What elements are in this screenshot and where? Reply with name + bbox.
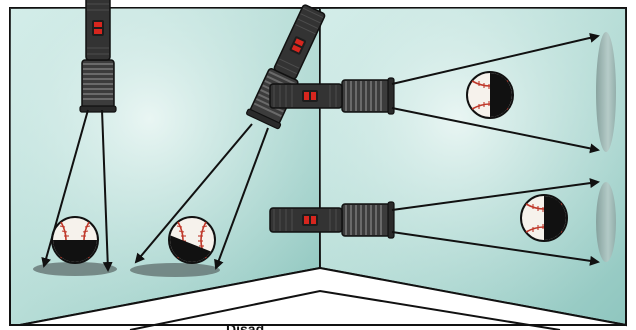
shadow-ellipse bbox=[130, 263, 220, 277]
baseball-icon bbox=[520, 194, 568, 242]
baseball-icon bbox=[466, 71, 514, 119]
arrow-icon bbox=[391, 178, 600, 211]
arrow-icon bbox=[214, 127, 269, 270]
flashlight-icon bbox=[269, 77, 395, 115]
arrow-icon bbox=[391, 32, 600, 85]
arrow-icon bbox=[101, 109, 113, 272]
caption-text: Disad bbox=[226, 321, 264, 330]
shadow-ellipse bbox=[596, 32, 616, 152]
arrow-icon bbox=[391, 107, 600, 154]
arrow-icon bbox=[391, 231, 600, 266]
baseball-icon bbox=[51, 216, 99, 264]
flashlight-icon bbox=[269, 201, 395, 239]
floor-inner-edge bbox=[129, 289, 561, 330]
arrow-icon bbox=[41, 109, 89, 268]
shadow-ellipse bbox=[596, 182, 616, 262]
shadow-ellipse bbox=[33, 262, 117, 276]
flashlight-icon bbox=[79, 0, 117, 113]
arrow-icon bbox=[134, 123, 253, 264]
floor bbox=[19, 266, 627, 326]
